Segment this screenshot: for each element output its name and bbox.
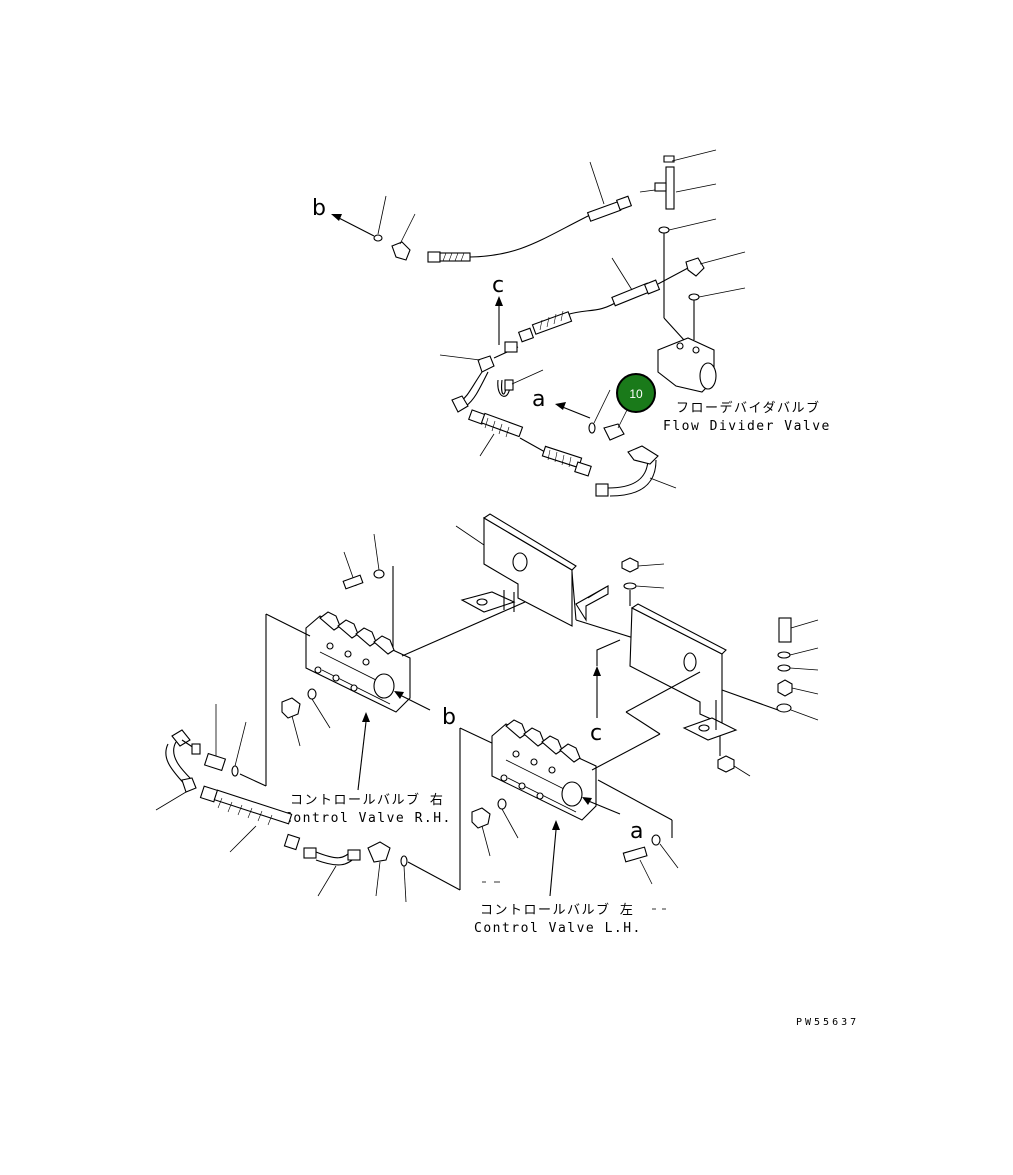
ref-b-top: b bbox=[312, 196, 326, 221]
ref-c-bottom: c bbox=[590, 721, 602, 746]
callout-badge[interactable]: 10 bbox=[616, 373, 656, 413]
control-rh-label-jp: コントロールバルブ 右 bbox=[290, 792, 444, 808]
drawing-code: PW55637 bbox=[796, 1017, 859, 1028]
ref-c-top: c bbox=[492, 273, 504, 298]
ref-a-top: a bbox=[532, 387, 545, 412]
flow-divider-label-jp: フローデバイダバルブ bbox=[676, 400, 820, 416]
control-valve-lh: a bbox=[471, 671, 701, 910]
ref-b-bottom: b bbox=[442, 705, 456, 730]
callout-number: 10 bbox=[629, 387, 643, 401]
left-piping bbox=[155, 704, 495, 903]
ref-a-bottom: a bbox=[630, 819, 643, 844]
flow-divider-label-en: Flow Divider Valve bbox=[663, 419, 831, 434]
control-lh-label-jp: コントロールバルブ 左 bbox=[480, 902, 634, 918]
control-lh-label-en: Control Valve L.H. bbox=[474, 921, 642, 936]
control-rh-label-en: Control Valve R.H. bbox=[284, 811, 452, 826]
mounting-brackets: c bbox=[455, 513, 819, 777]
control-valve-rh: b bbox=[239, 533, 526, 791]
upper-hose-assembly: b bbox=[312, 149, 746, 497]
